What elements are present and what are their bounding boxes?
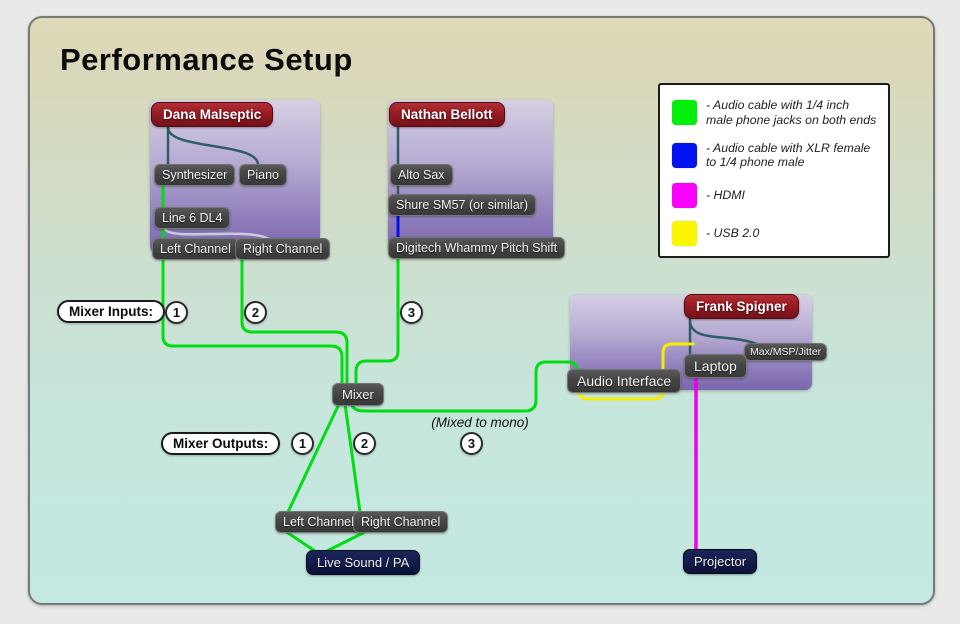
mixed-to-mono-note: (Mixed to mono) <box>431 415 529 430</box>
legend-row-xlr: - Audio cable with XLR female to 1/4 pho… <box>672 141 878 171</box>
node-line6-dl4: Line 6 DL4 <box>154 207 231 229</box>
node-audio-interface: Audio Interface <box>567 369 682 393</box>
legend-row-quarter-inch: - Audio cable with 1/4 inch male phone j… <box>672 98 878 128</box>
node-shure-sm57: Shure SM57 (or similar) <box>388 194 536 216</box>
node-live-sound-pa: Live Sound / PA <box>306 550 421 575</box>
legend-label: - Audio cable with 1/4 inch male phone j… <box>706 98 877 127</box>
cable-mixer-out2 <box>343 402 362 514</box>
mixer-output-2: 2 <box>353 432 376 455</box>
node-mixer: Mixer <box>332 383 384 406</box>
node-digitech-whammy: Digitech Whammy Pitch Shift <box>388 237 566 259</box>
legend-label: - Audio cable with XLR female to 1/4 pho… <box>706 140 871 170</box>
node-out-right-channel: Right Channel <box>353 511 449 533</box>
mixer-input-3: 3 <box>400 301 423 324</box>
mixer-input-2: 2 <box>244 301 267 324</box>
cable-input-3-to-mixer <box>354 255 400 386</box>
cable-mixer-out1 <box>286 402 341 514</box>
mixer-outputs-label: Mixer Outputs: <box>161 432 281 455</box>
cable-mixer-out3-to-interface <box>349 360 579 413</box>
node-projector: Projector <box>683 549 758 574</box>
node-laptop: Laptop <box>684 354 747 378</box>
cable-interface-to-laptop-usb <box>577 342 695 401</box>
xlr-cable-swatch <box>672 142 697 168</box>
hdmi-cable-swatch <box>672 183 697 208</box>
usb-cable-swatch <box>672 221 697 246</box>
cable-dl4-to-rightchannel <box>162 225 271 241</box>
node-synthesizer: Synthesizer <box>154 164 236 186</box>
page-title: Performance Setup <box>60 42 353 77</box>
node-out-left-channel: Left Channel <box>275 511 362 533</box>
cable-rightchannel-to-pa <box>325 529 369 553</box>
legend-label: - HDMI <box>706 188 745 203</box>
node-dana-right-channel: Right Channel <box>235 238 331 260</box>
cable-input-1-to-mixer <box>161 256 344 386</box>
cable-input-2-to-mixer <box>240 256 349 386</box>
legend: - Audio cable with 1/4 inch male phone j… <box>658 83 890 258</box>
node-dana-left-channel: Left Channel <box>152 238 239 260</box>
mixer-output-3: 3 <box>460 432 483 455</box>
cable-leftchannel-to-pa <box>283 529 317 553</box>
frank-header: Frank Spigner <box>684 294 799 319</box>
legend-row-usb: - USB 2.0 <box>672 221 878 246</box>
mixer-output-1: 1 <box>291 432 314 455</box>
legend-label: - USB 2.0 <box>706 226 760 241</box>
mixer-inputs-label: Mixer Inputs: <box>57 300 166 323</box>
node-max-msp-jitter: Max/MSP/Jitter <box>744 343 828 361</box>
dana-header: Dana Malseptic <box>151 102 274 127</box>
mixer-input-1: 1 <box>165 301 188 324</box>
quarter-inch-cable-swatch <box>672 100 697 126</box>
cable-frank-to-maxmsp <box>688 320 759 346</box>
node-alto-sax: Alto Sax <box>390 164 453 186</box>
legend-row-hdmi: - HDMI <box>672 183 878 208</box>
nathan-header: Nathan Bellott <box>389 102 505 127</box>
cable-dana-to-piano <box>166 126 260 166</box>
node-piano: Piano <box>239 164 287 186</box>
